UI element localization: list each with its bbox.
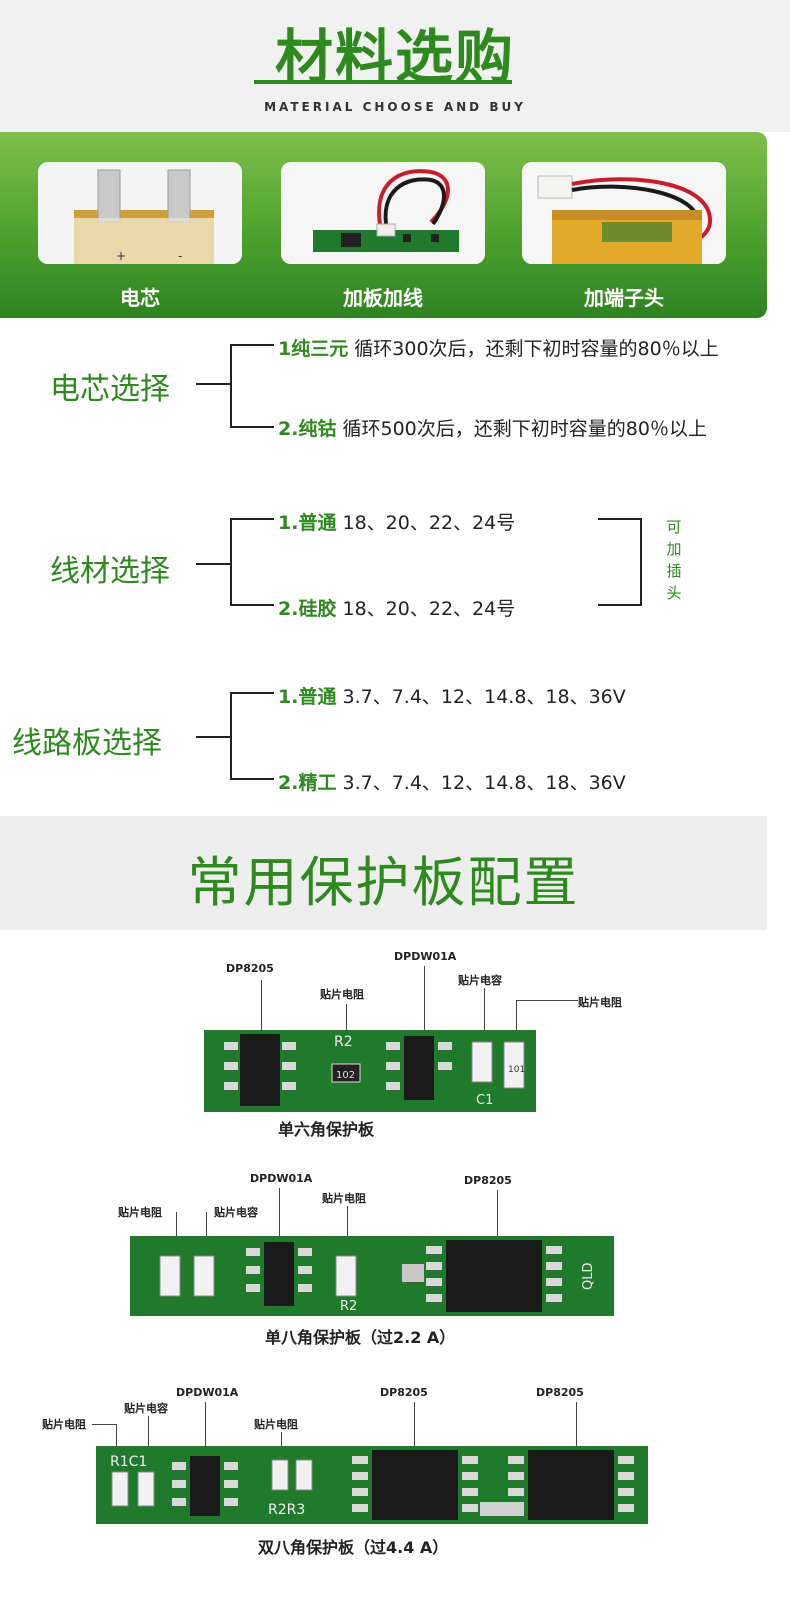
wire-option-2: 2.硅胶 18、20、22、24号 <box>278 594 515 621</box>
board-option-2: 2.精工 3.7、7.4、12、14.8、18、36V <box>278 768 626 795</box>
side-note-char: 加 <box>666 540 682 558</box>
annotation: 贴片电阻 <box>320 988 364 1001</box>
annotation: 贴片电阻 <box>254 1418 298 1431</box>
option-key: 2.硅胶 <box>278 598 337 620</box>
leader-line <box>116 1424 117 1448</box>
wire-option-1: 1.普通 18、20、22、24号 <box>278 508 515 535</box>
leader-line <box>424 966 425 1032</box>
cell-option-1: 1纯三元 循环300次后，还剩下初时容量的80％以上 <box>278 334 719 361</box>
option-text: 循环300次后，还剩下初时容量的80％以上 <box>354 338 719 360</box>
silk-label: R2R3 <box>268 1502 305 1518</box>
option-key: 1纯三元 <box>278 338 349 360</box>
silk-label: R2 <box>340 1299 357 1314</box>
annotation: DP8205 <box>536 1386 584 1399</box>
leader-line <box>205 1402 206 1448</box>
annotation: 贴片电阻 <box>42 1418 86 1431</box>
board-caption: 双八角保护板（过4.4 A） <box>258 1538 449 1557</box>
annotation: DPDW01A <box>394 950 457 963</box>
option-text: 循环500次后，还剩下初时容量的80％以上 <box>342 418 707 440</box>
battery-with-connector-photo <box>522 162 726 264</box>
cell-option-2: 2.纯钴 循环500次后，还剩下初时容量的80％以上 <box>278 414 707 441</box>
annotation: 贴片电阻 <box>118 1206 162 1219</box>
leader-line <box>281 1432 282 1448</box>
single-oct-pcb: R2 QLD <box>130 1236 614 1316</box>
silk-label: C1 <box>476 1093 493 1108</box>
battery-cell-photo: + - <box>38 162 242 264</box>
header: 材料选购 MATERIAL CHOOSE AND BUY <box>0 0 790 132</box>
board-selection-title: 线路板选择 <box>12 726 162 761</box>
wire-selection-title: 线材选择 <box>50 554 170 589</box>
config-title: 常用保护板配置 <box>187 851 580 914</box>
annotation: DP8205 <box>226 962 274 975</box>
side-note: 可 加 插 头 <box>664 516 684 604</box>
leader-line <box>516 1000 517 1032</box>
side-note-char: 头 <box>666 584 682 602</box>
option-key: 1.普通 <box>278 686 337 708</box>
title-underline <box>254 80 512 84</box>
annotation: 贴片电容 <box>124 1402 168 1415</box>
leader-line <box>576 1402 577 1448</box>
annotation: DP8205 <box>464 1174 512 1187</box>
leader-line <box>484 988 485 1032</box>
leader-line <box>206 1212 207 1238</box>
connector-line <box>196 563 232 565</box>
config-band <box>0 816 767 930</box>
svg-text:-: - <box>178 249 182 263</box>
board-option-1: 1.普通 3.7、7.4、12、14.8、18、36V <box>278 682 626 709</box>
silk-label: R2 <box>334 1034 353 1050</box>
leader-line <box>92 1424 116 1425</box>
leader-line <box>148 1416 149 1448</box>
right-bracket <box>598 518 642 606</box>
page-subtitle: MATERIAL CHOOSE AND BUY <box>264 100 526 114</box>
option-key: 2.纯钴 <box>278 418 337 440</box>
leader-line <box>261 980 262 1032</box>
svg-text:+: + <box>116 249 126 263</box>
leader-line <box>516 1000 578 1001</box>
material-label-pcb: 加板加线 <box>343 286 423 310</box>
materials-band: + - 电芯 加板加线 加端子头 <box>0 132 767 318</box>
side-note-char: 插 <box>666 562 682 580</box>
connector-line <box>196 736 232 738</box>
option-text: 18、20、22、24号 <box>342 512 516 534</box>
material-label-cell: 电芯 <box>120 286 160 310</box>
annotation: DPDW01A <box>176 1386 239 1399</box>
option-text: 3.7、7.4、12、14.8、18、36V <box>342 686 626 708</box>
double-oct-pcb: R1C1 R2R3 <box>96 1446 648 1524</box>
leader-line <box>497 1190 498 1238</box>
silk-label: R1C1 <box>110 1454 147 1470</box>
page-title: 材料选购 <box>274 23 515 91</box>
annotation: 贴片电容 <box>214 1206 258 1219</box>
board-caption: 单八角保护板（过2.2 A） <box>265 1328 456 1347</box>
bracket <box>230 518 274 606</box>
connector-line <box>196 383 232 385</box>
board-caption: 单六角保护板 <box>278 1120 375 1139</box>
single-hex-pcb: 102 101 R2 C1 <box>204 1030 536 1112</box>
cell-selection-title: 电芯选择 <box>50 372 170 407</box>
annotation: DP8205 <box>380 1386 428 1399</box>
bracket <box>230 692 274 780</box>
option-text: 18、20、22、24号 <box>342 598 516 620</box>
leader-line <box>414 1402 415 1448</box>
silk-label: 101 <box>508 1065 525 1075</box>
side-note-char: 可 <box>666 518 682 536</box>
leader-line <box>346 1004 347 1032</box>
option-key: 1.普通 <box>278 512 337 534</box>
option-text: 3.7、7.4、12、14.8、18、36V <box>342 772 626 794</box>
option-key: 2.精工 <box>278 772 337 794</box>
silk-label: 102 <box>336 1070 355 1081</box>
silk-label: QLD <box>581 1263 596 1291</box>
annotation: DPDW01A <box>250 1172 313 1185</box>
leader-line <box>279 1188 280 1238</box>
annotation: 贴片电阻 <box>578 996 622 1009</box>
annotation: 贴片电阻 <box>322 1192 366 1205</box>
leader-line <box>347 1206 348 1238</box>
pcb-with-wire-photo <box>281 162 485 264</box>
leader-line <box>176 1212 177 1238</box>
annotation: 贴片电容 <box>458 974 502 987</box>
bracket <box>230 344 274 428</box>
material-label-connector: 加端子头 <box>584 286 664 310</box>
